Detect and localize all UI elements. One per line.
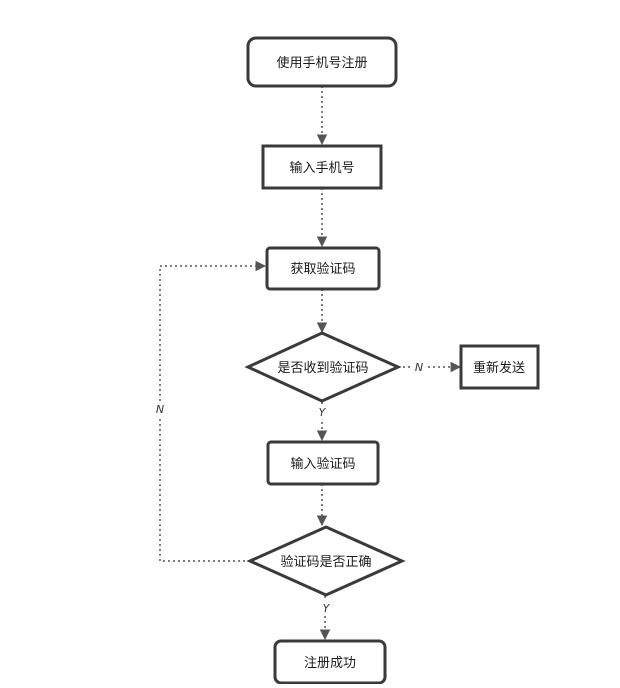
edge-label-received-yes: Y (319, 406, 327, 419)
edge-label-correct-yes: Y (323, 602, 331, 615)
node-enter-phone-label: 输入手机号 (289, 160, 354, 176)
edge-label-received-no: N (415, 361, 423, 374)
node-resend (459, 344, 540, 390)
edge-label-bg (412, 359, 426, 375)
edge-label-bg (153, 401, 167, 417)
connector-correct-loop-to-getcode (159, 260, 267, 562)
node-get-code (265, 246, 381, 291)
edge-label-bg (316, 405, 330, 421)
edge-label-bg (319, 600, 333, 616)
node-success (273, 639, 387, 685)
node-code-received-label: 是否收到验证码 (277, 360, 368, 376)
node-enter-code (266, 440, 380, 486)
node-start-label: 使用手机号注册 (276, 55, 367, 71)
node-start (246, 36, 398, 88)
edge-label-correct-no: N (156, 403, 164, 416)
node-enter-code-label: 输入验证码 (290, 456, 355, 472)
node-code-correct-label: 验证码是否正确 (280, 554, 371, 570)
node-resend-label: 重新发送 (473, 360, 525, 376)
node-get-code-label: 获取验证码 (290, 261, 355, 277)
node-success-label: 注册成功 (304, 656, 356, 671)
node-enter-phone (261, 144, 383, 190)
node-code-correct (246, 525, 406, 597)
node-code-received (244, 331, 402, 403)
